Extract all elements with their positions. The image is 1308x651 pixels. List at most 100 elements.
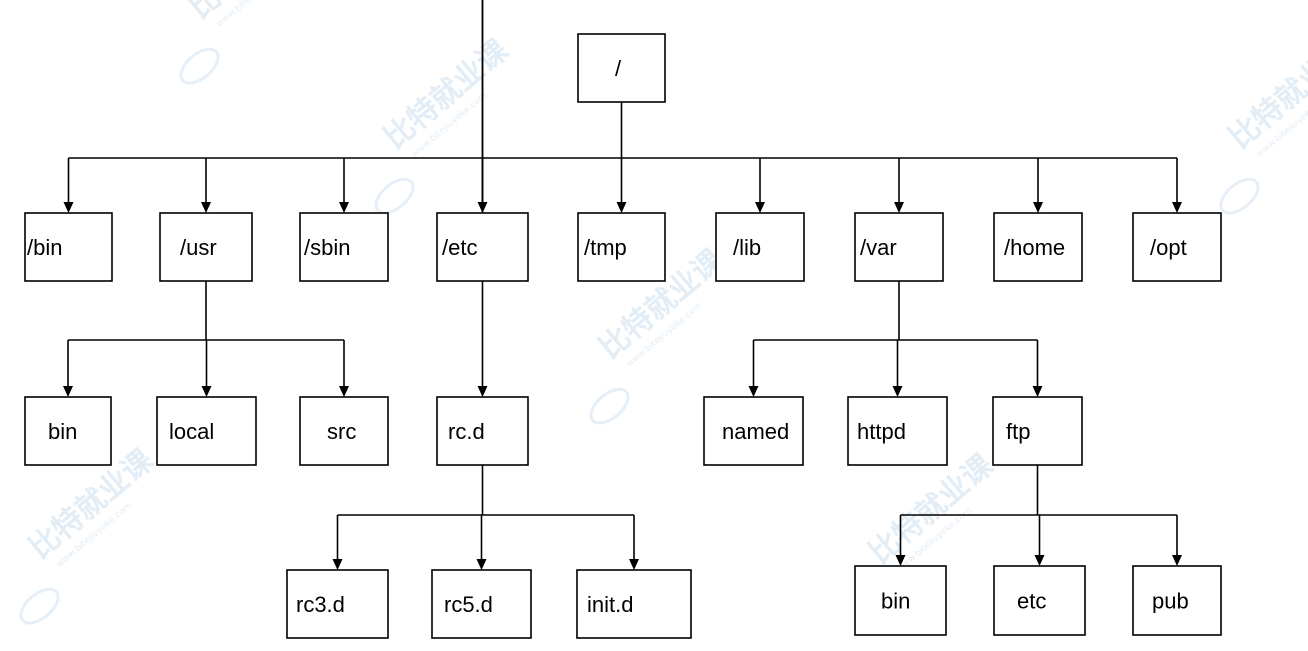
node-box (847, 396, 948, 466)
node-label: pub (1152, 589, 1189, 614)
node-label: local (169, 419, 214, 444)
arrow-head (616, 202, 627, 213)
node-label: /home (1004, 235, 1065, 260)
watermark-swirl-icon (374, 177, 415, 215)
node-label: init.d (587, 592, 633, 617)
directory-node-named: named (703, 396, 804, 466)
directory-node-tmp: /tmp (577, 212, 666, 282)
directory-node-sbin: /sbin (299, 212, 389, 282)
node-label: /sbin (304, 235, 350, 260)
node-label: / (615, 56, 622, 81)
node-layer: / /bin/usr/sbin/etc/tmp/lib/var/home/opt b… (24, 33, 1222, 639)
arrow-head (477, 386, 488, 397)
node-label: rc3.d (296, 592, 345, 617)
node-box (993, 212, 1083, 282)
node-box (577, 33, 666, 103)
node-box (24, 212, 113, 282)
node-label: /opt (1150, 235, 1187, 260)
directory-node-opt: /opt (1132, 212, 1222, 282)
directory-node-usr-src: src (299, 396, 389, 466)
node-box (156, 396, 257, 466)
node-label: /tmp (584, 235, 627, 260)
directory-node-httpd: httpd (847, 396, 948, 466)
watermark-text: 比特就业课 (1223, 32, 1308, 156)
directory-node-root: / (577, 33, 666, 103)
directory-node-bin: /bin (24, 212, 113, 282)
arrow-head (1032, 386, 1043, 397)
node-box (993, 565, 1086, 636)
arrow-head (63, 386, 73, 397)
node-box (286, 569, 389, 639)
node-box (1132, 212, 1222, 282)
node-label: rc5.d (444, 592, 493, 617)
directory-node-usr-local: local (156, 396, 257, 466)
arrow-head (892, 386, 903, 397)
arrow-head (748, 386, 759, 397)
directory-node-initd: init.d (576, 569, 692, 639)
arrow-head (339, 202, 349, 213)
node-box (715, 212, 805, 282)
directory-node-ftp-etc: etc (993, 565, 1086, 636)
node-box (576, 569, 692, 639)
node-label: bin (881, 589, 910, 614)
node-box (299, 212, 389, 282)
node-label: bin (48, 419, 77, 444)
node-label: etc (1017, 589, 1046, 614)
watermark-text: 比特就业课 (378, 32, 516, 156)
node-box (854, 565, 947, 636)
node-label: /lib (733, 235, 761, 260)
arrow-head (1034, 555, 1045, 566)
directory-node-ftp: ftp (992, 396, 1083, 466)
directory-node-lib: /lib (715, 212, 805, 282)
arrow-head (629, 559, 639, 570)
node-label: /var (860, 235, 897, 260)
directory-node-usr-bin: bin (24, 396, 112, 466)
arrow-head (339, 386, 349, 397)
watermark-text: 比特就业课 (863, 447, 1001, 571)
directory-node-var: /var (854, 212, 944, 282)
node-box (299, 396, 389, 466)
directory-node-ftp-pub: pub (1132, 565, 1222, 636)
watermark-swirl-icon (1219, 177, 1260, 215)
node-label: src (327, 419, 356, 444)
node-box (436, 212, 529, 282)
node-label: rc.d (448, 419, 485, 444)
arrow-head (1033, 202, 1043, 213)
directory-node-rc5d: rc5.d (431, 569, 532, 639)
node-box (431, 569, 532, 639)
node-box (1132, 565, 1222, 636)
node-label: ftp (1006, 419, 1030, 444)
node-box (24, 396, 112, 466)
arrow-head (1172, 555, 1182, 566)
node-box (854, 212, 944, 282)
node-label: httpd (857, 419, 906, 444)
arrow-head (201, 202, 211, 213)
arrow-head (63, 202, 74, 213)
watermark-swirl-icon (19, 587, 60, 625)
directory-node-etc: /etc (436, 212, 529, 282)
watermark-swirl-icon (589, 387, 630, 425)
arrow-head (1172, 202, 1182, 213)
directory-node-rcd: rc.d (436, 396, 529, 466)
node-label: /bin (27, 235, 62, 260)
edge-layer (63, 0, 1182, 570)
arrow-head (332, 559, 343, 570)
directory-node-usr: /usr (159, 212, 253, 282)
directory-node-ftp-bin: bin (854, 565, 947, 636)
arrow-head (201, 386, 212, 397)
node-box (436, 396, 529, 466)
node-label: named (722, 419, 789, 444)
node-box (703, 396, 804, 466)
arrow-head (894, 202, 904, 213)
node-box (577, 212, 666, 282)
arrow-head (476, 559, 487, 570)
arrow-head (895, 555, 906, 566)
node-box (992, 396, 1083, 466)
directory-node-home: /home (993, 212, 1083, 282)
node-label: /usr (180, 235, 217, 260)
